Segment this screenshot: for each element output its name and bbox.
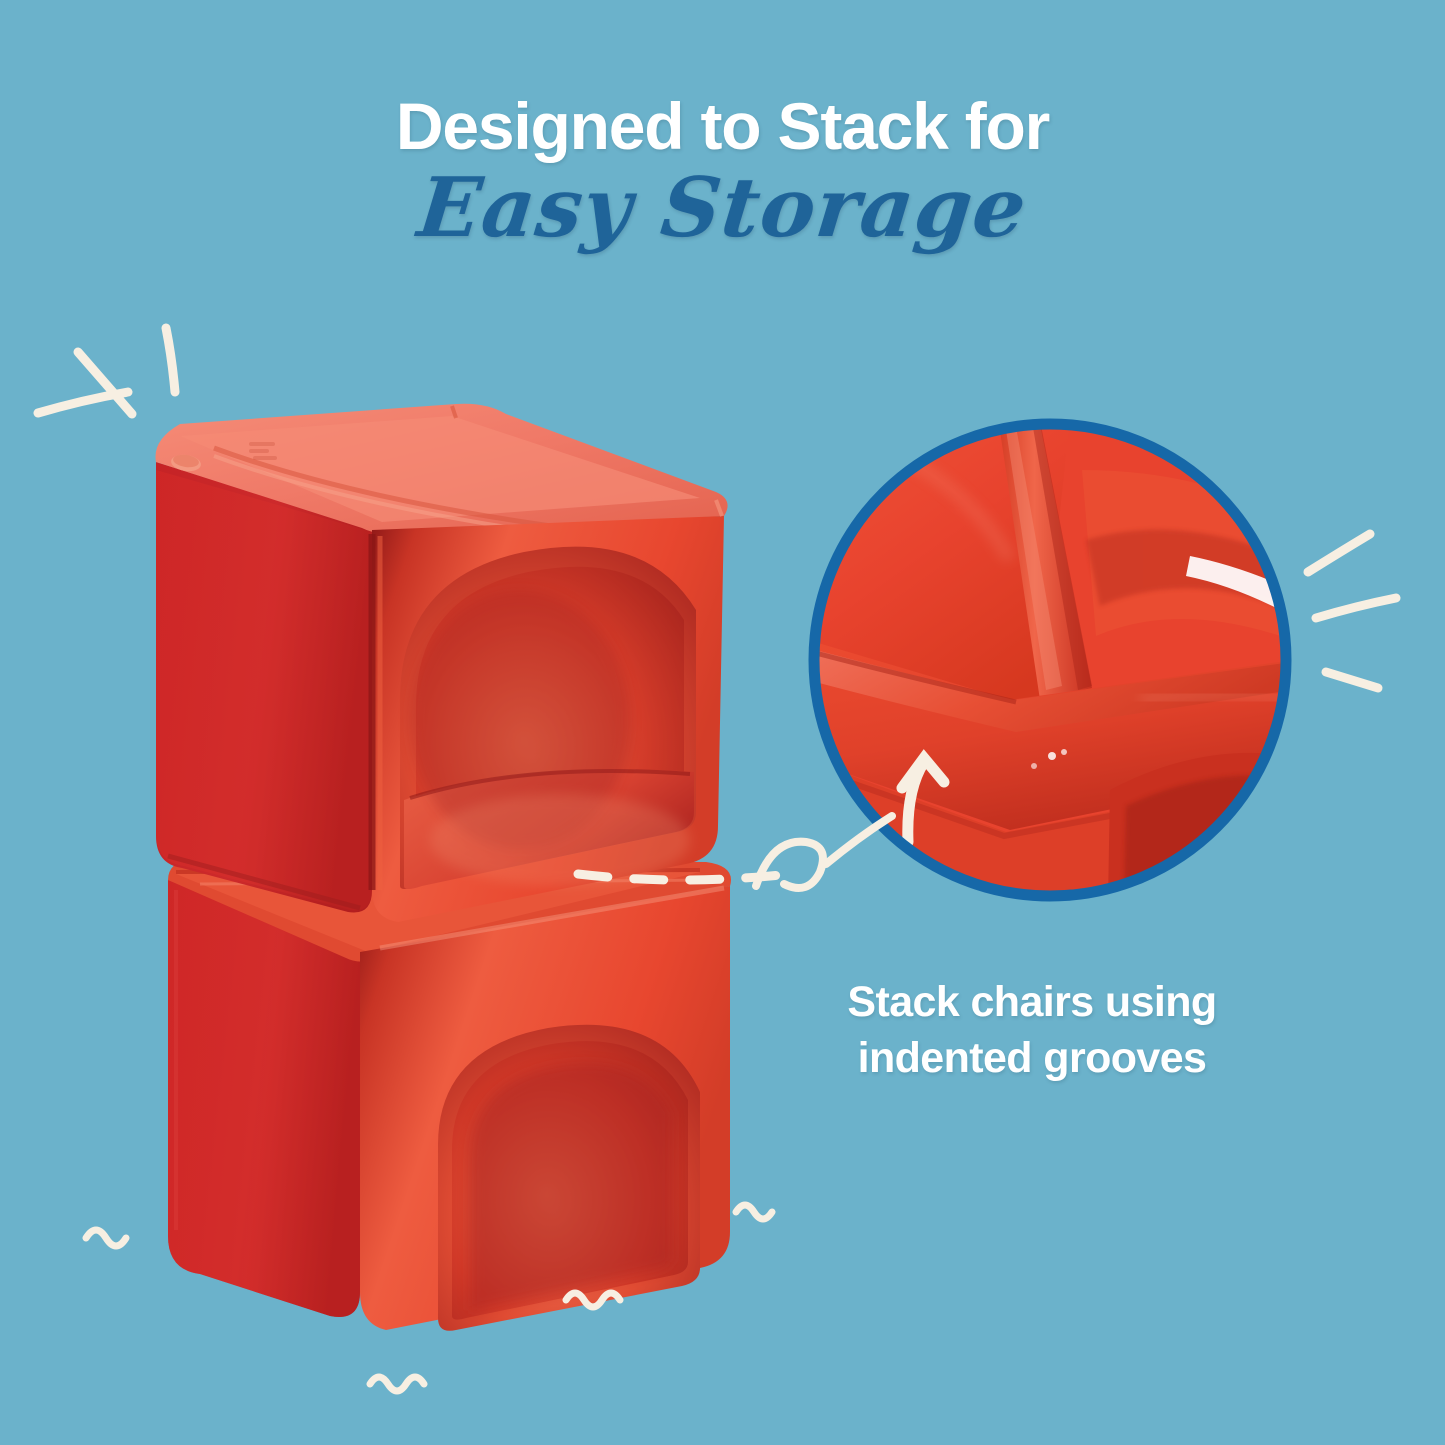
decorative-doodles: [33, 323, 1401, 1395]
arrow-up-icon: [896, 749, 950, 848]
cube-chair-top: [155, 403, 728, 922]
magnifier-ring: [808, 418, 1292, 902]
embossed-logo: [249, 442, 277, 460]
loop-curve: [752, 812, 896, 892]
squiggle-marks: [82, 1201, 776, 1395]
sparkle-right: [1303, 529, 1401, 693]
sparkle-left: [33, 323, 180, 419]
cube-chair-bottom: [168, 858, 731, 1331]
